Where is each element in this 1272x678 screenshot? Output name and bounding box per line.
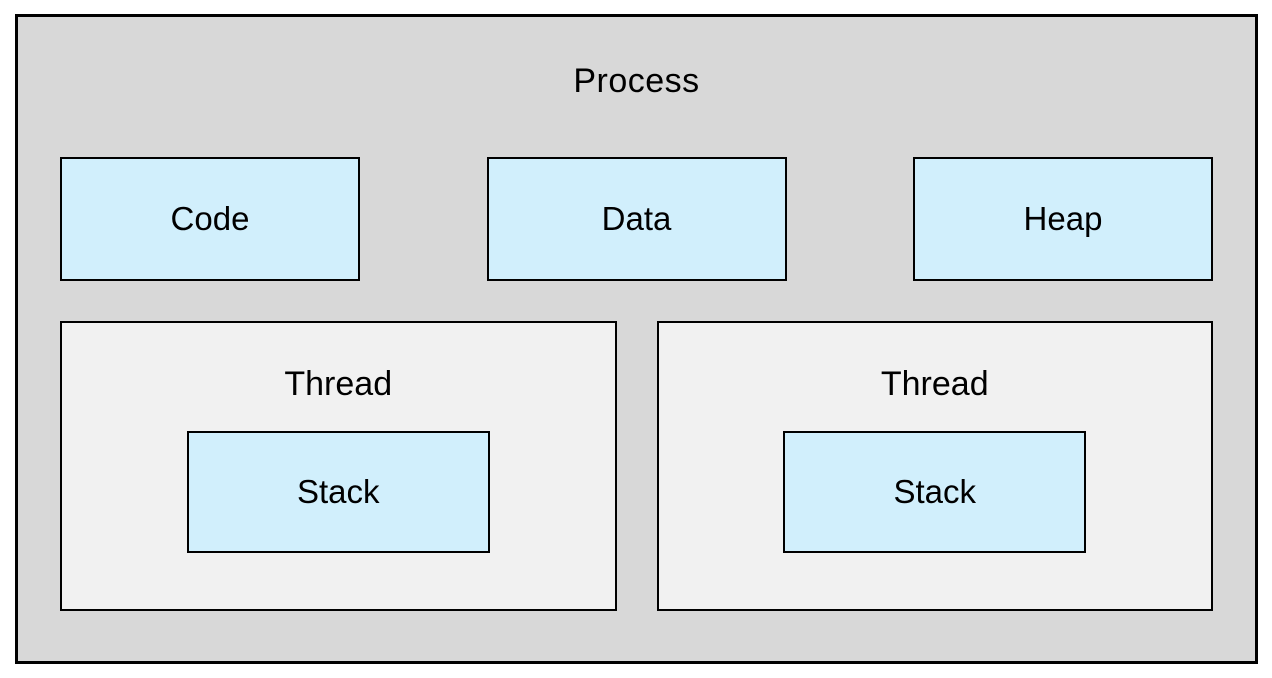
data-box-label: Data <box>601 200 672 237</box>
thread-2-stack-box: Stack <box>783 431 1087 553</box>
process-title: Process <box>573 62 700 100</box>
thread-2-stack-label: Stack <box>893 473 977 510</box>
thread-1-stack-box: Stack <box>186 431 490 553</box>
process-container: Process Code Data Heap Thread Stack Thre… <box>15 14 1258 664</box>
thread-1-title: Thread <box>284 365 393 403</box>
code-box: Code <box>60 157 360 281</box>
heap-box: Heap <box>913 157 1213 281</box>
thread-2-title: Thread <box>880 365 989 403</box>
thread-box-1: Thread Stack <box>60 321 617 611</box>
threads-row: Thread Stack Thread Stack <box>60 321 1213 611</box>
data-box: Data <box>486 157 787 281</box>
thread-box-2: Thread Stack <box>656 321 1213 611</box>
memory-segments-row: Code Data Heap <box>60 157 1213 281</box>
thread-1-stack-label: Stack <box>296 473 380 510</box>
code-box-label: Code <box>170 200 250 237</box>
heap-box-label: Heap <box>1023 200 1103 237</box>
